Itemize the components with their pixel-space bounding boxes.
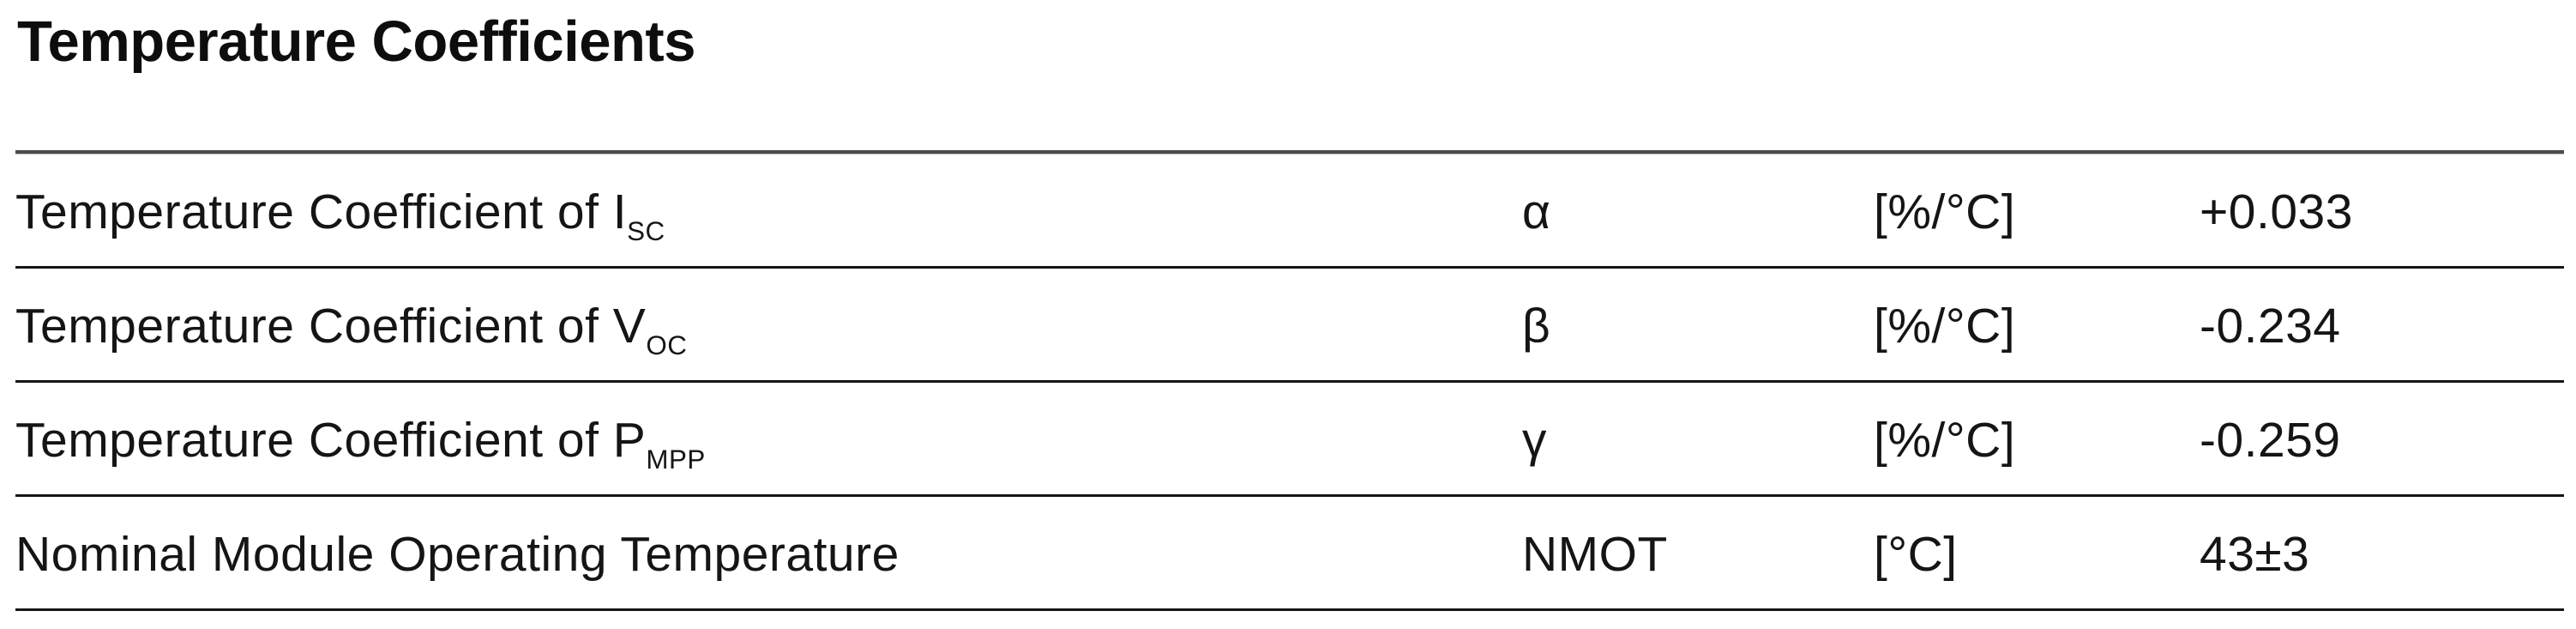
parameter-cell: Temperature Coefficient of VOC (15, 294, 1522, 360)
symbol-cell: α (1522, 184, 1551, 239)
page-title: Temperature Coefficients (17, 9, 695, 74)
table-row: Temperature Coefficient of ISC α [%/°C] … (15, 154, 2564, 269)
unit-cell: [%/°C] (1874, 184, 2016, 239)
parameter-label: Nominal Module Operating Temperature (15, 527, 900, 582)
value-cell: +0.033 (2200, 184, 2353, 239)
value-cell: -0.259 (2200, 413, 2341, 468)
temperature-coefficients-table: Temperature Coefficient of ISC α [%/°C] … (15, 150, 2564, 611)
value-cell: -0.234 (2200, 299, 2341, 354)
parameter-subscript: OC (646, 330, 688, 361)
parameter-subscript: MPP (646, 445, 706, 475)
parameter-cell: Temperature Coefficient of ISC (15, 180, 1522, 246)
parameter-cell: Temperature Coefficient of PMPP (15, 408, 1522, 475)
parameter-label: Temperature Coefficient of V (15, 299, 647, 354)
unit-cell: [%/°C] (1874, 413, 2016, 468)
parameter-subscript: SC (627, 216, 665, 247)
parameter-cell: Nominal Module Operating Temperature (15, 523, 1522, 583)
table-row: Temperature Coefficient of VOC β [%/°C] … (15, 269, 2564, 383)
symbol-cell: γ (1522, 413, 1547, 468)
table-row: Temperature Coefficient of PMPP γ [%/°C]… (15, 383, 2564, 497)
parameter-label: Temperature Coefficient of P (15, 413, 647, 468)
parameter-label: Temperature Coefficient of I (15, 184, 628, 239)
symbol-cell: NMOT (1522, 527, 1668, 582)
symbol-cell: β (1522, 299, 1551, 354)
table-row: Nominal Module Operating Temperature NMO… (15, 497, 2564, 611)
unit-cell: [°C] (1874, 527, 1958, 582)
value-cell: 43±3 (2200, 527, 2310, 582)
unit-cell: [%/°C] (1874, 299, 2016, 354)
table-top-rule (15, 150, 2564, 154)
